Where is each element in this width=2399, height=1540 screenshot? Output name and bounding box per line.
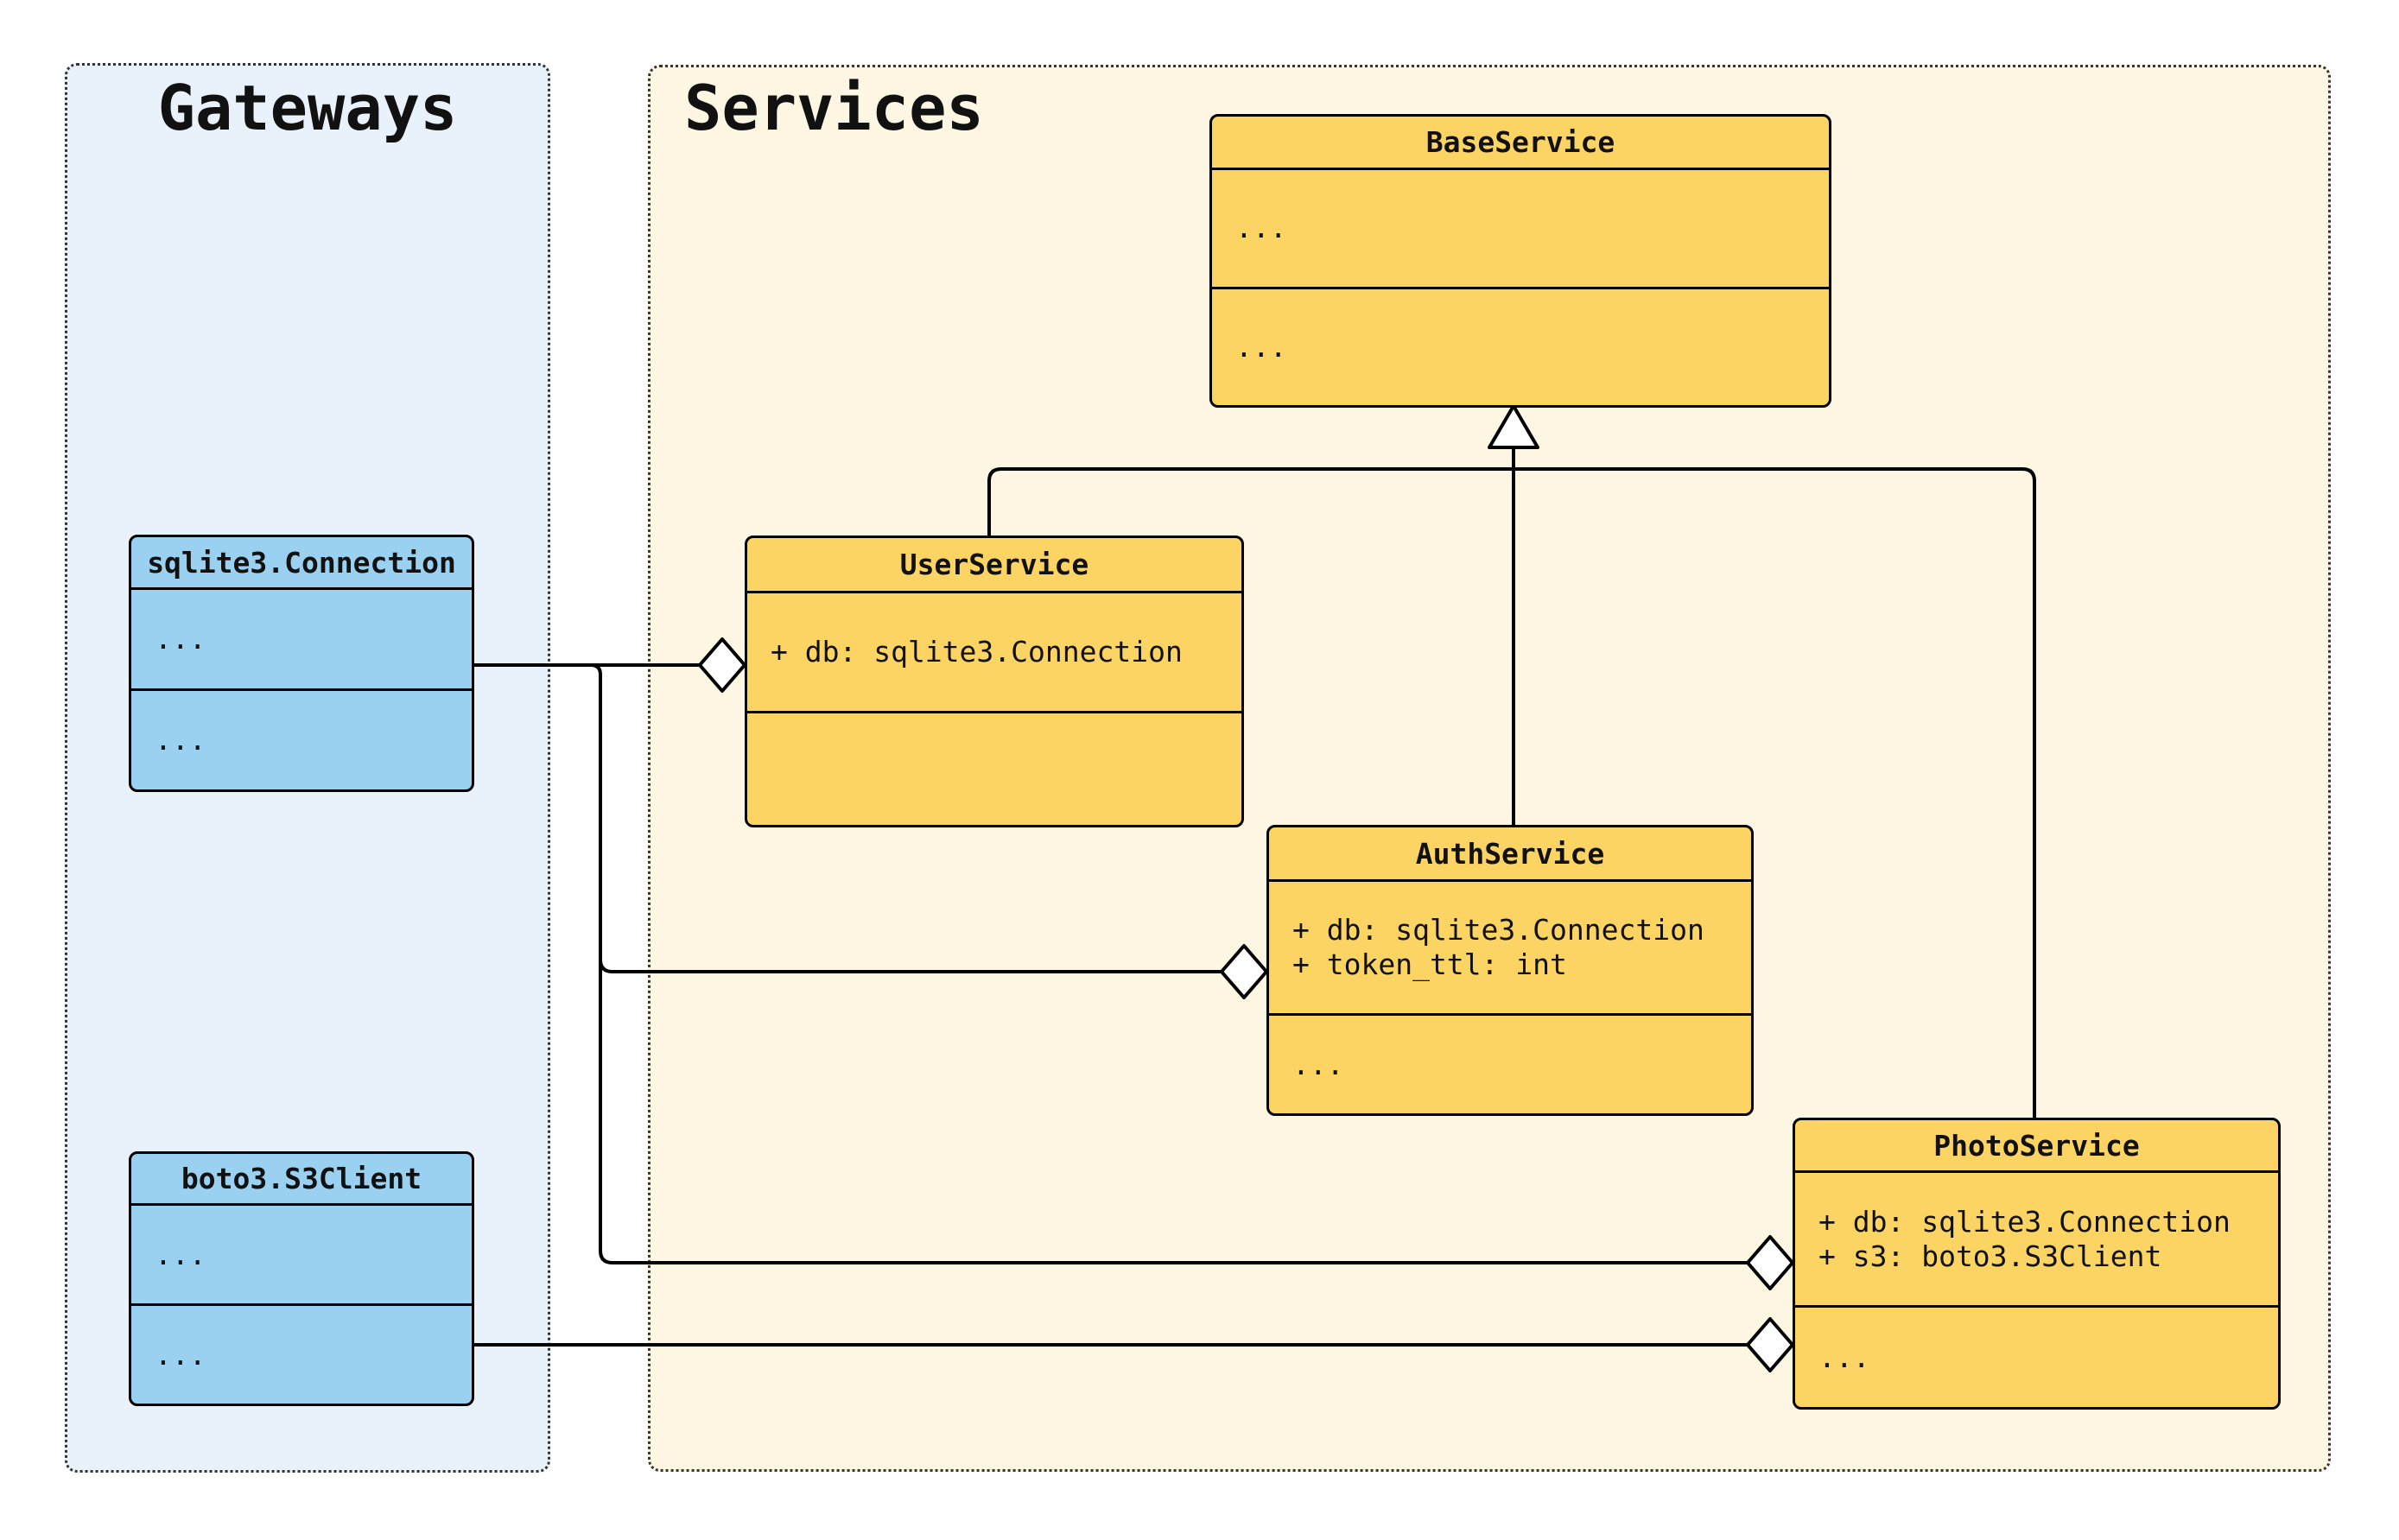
attribute-line: ... bbox=[1235, 211, 1287, 245]
methods-compartment bbox=[747, 711, 1241, 825]
class-baseservice: BaseService ... ... bbox=[1209, 114, 1831, 408]
attributes-compartment: ... bbox=[131, 1206, 472, 1303]
attribute-line: ... bbox=[155, 622, 206, 656]
attribute-line: + db: sqlite3.Connection bbox=[771, 635, 1183, 669]
class-title: UserService bbox=[747, 538, 1241, 593]
class-sqlite3-connection: sqlite3.Connection ... ... bbox=[129, 535, 474, 792]
methods-compartment: ... bbox=[131, 1303, 472, 1404]
attribute-line: ... bbox=[155, 1237, 206, 1271]
attributes-compartment: ... bbox=[1212, 170, 1829, 287]
attribute-line: + token_ttl: int bbox=[1292, 947, 1567, 981]
method-line: ... bbox=[155, 1337, 206, 1372]
method-line: ... bbox=[1818, 1340, 1870, 1374]
class-title: PhotoService bbox=[1795, 1120, 2278, 1173]
method-line: ... bbox=[155, 723, 206, 757]
methods-compartment: ... bbox=[1212, 286, 1829, 406]
attributes-compartment: ... bbox=[131, 590, 472, 688]
class-userservice: UserService + db: sqlite3.Connection bbox=[745, 536, 1244, 827]
methods-compartment: ... bbox=[1795, 1305, 2278, 1407]
class-title: sqlite3.Connection bbox=[131, 537, 472, 590]
attributes-compartment: + db: sqlite3.Connection bbox=[747, 593, 1241, 711]
class-photoservice: PhotoService + db: sqlite3.Connection + … bbox=[1793, 1118, 2281, 1410]
class-title: BaseService bbox=[1212, 117, 1829, 170]
gateways-panel-title: Gateways bbox=[157, 72, 458, 144]
services-panel-title: Services bbox=[684, 72, 984, 144]
attribute-line: + db: sqlite3.Connection bbox=[1292, 913, 1704, 947]
attribute-line: + db: sqlite3.Connection bbox=[1818, 1204, 2231, 1239]
method-line: ... bbox=[1292, 1047, 1344, 1081]
class-title: AuthService bbox=[1269, 827, 1751, 882]
method-line: ... bbox=[1235, 329, 1287, 364]
attribute-line: + s3: boto3.S3Client bbox=[1818, 1239, 2162, 1273]
methods-compartment: ... bbox=[131, 688, 472, 789]
attributes-compartment: + db: sqlite3.Connection + s3: boto3.S3C… bbox=[1795, 1173, 2278, 1305]
class-boto3-s3client: boto3.S3Client ... ... bbox=[129, 1151, 474, 1406]
class-authservice: AuthService + db: sqlite3.Connection + t… bbox=[1266, 825, 1754, 1116]
class-title: boto3.S3Client bbox=[131, 1154, 472, 1206]
attributes-compartment: + db: sqlite3.Connection + token_ttl: in… bbox=[1269, 882, 1751, 1013]
methods-compartment: ... bbox=[1269, 1013, 1751, 1113]
